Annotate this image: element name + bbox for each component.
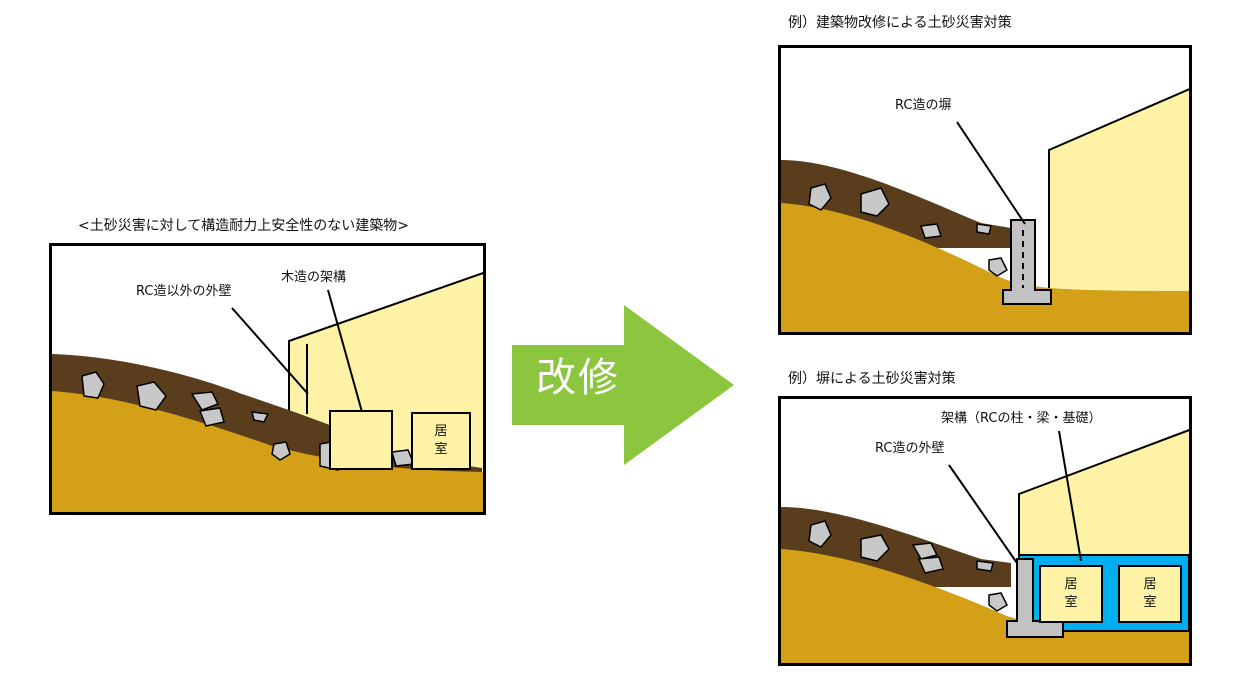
bottom-right-scene xyxy=(781,429,1189,663)
room-label: 居 xyxy=(1143,577,1157,592)
room-box: 居 室 xyxy=(1039,565,1103,623)
label-rc-wall: RC造の外壁 xyxy=(875,441,945,456)
rock xyxy=(251,411,270,423)
rock xyxy=(271,441,291,461)
room-box: 居 室 xyxy=(411,412,471,470)
left-panel: 居 室 RC造以外の外壁 木造の架構 xyxy=(49,243,486,515)
bottom-right-caption: 例）塀による土砂災害対策 xyxy=(788,371,956,387)
leader-line-frame xyxy=(327,289,363,413)
bottom-right-panel: 居 室 居 室 架構（RCの柱・梁・基礎） RC造の外壁 xyxy=(778,396,1192,666)
renovation-arrow: 改修 xyxy=(512,305,742,465)
rock xyxy=(917,556,944,574)
rock xyxy=(136,381,167,411)
room-label: 室 xyxy=(434,442,448,457)
top-right-scene xyxy=(781,88,1189,332)
rock xyxy=(808,520,832,548)
room-label: 室 xyxy=(1143,595,1157,610)
rock xyxy=(808,183,832,211)
rock xyxy=(860,187,890,217)
leader-line-wall xyxy=(231,307,309,395)
top-right-panel: RC造の塀 xyxy=(778,45,1192,335)
arrow-label: 改修 xyxy=(536,355,620,401)
rock xyxy=(190,391,220,411)
soil-ground xyxy=(52,391,483,512)
label-rc-fence: RC造の塀 xyxy=(895,98,952,113)
rock xyxy=(976,560,994,572)
rock xyxy=(860,534,890,562)
leader-line-fence xyxy=(956,121,1026,225)
rock xyxy=(988,592,1008,612)
leader-line-wall xyxy=(948,464,1018,564)
room-box: 居 室 xyxy=(1118,565,1182,623)
left-caption: <土砂災害に対して構造耐力上安全性のない建築物> xyxy=(78,218,410,234)
label-non-rc-wall: RC造以外の外壁 xyxy=(136,284,232,299)
leader-line-frame xyxy=(1058,430,1082,562)
building-body xyxy=(1048,88,1189,332)
rock xyxy=(988,257,1008,277)
building-body xyxy=(1018,429,1189,560)
soil-ground xyxy=(781,203,1189,332)
rc-wall xyxy=(1006,558,1064,638)
rock xyxy=(198,407,225,427)
rc-fence xyxy=(1002,219,1052,305)
label-wood-frame: 木造の架構 xyxy=(281,270,347,285)
rock xyxy=(976,223,992,235)
rock xyxy=(919,223,943,239)
soil-ground xyxy=(781,549,1189,663)
room-label: 居 xyxy=(434,424,448,439)
room-label: 室 xyxy=(1064,595,1078,610)
rock xyxy=(911,542,939,560)
left-scene xyxy=(52,271,483,512)
arrow-shape xyxy=(512,305,734,465)
label-rc-frame: 架構（RCの柱・梁・基礎） xyxy=(941,411,1102,426)
top-right-caption: 例）建築物改修による土砂災害対策 xyxy=(788,15,1012,31)
wood-frame-box xyxy=(329,410,393,470)
room-label: 居 xyxy=(1064,577,1078,592)
rock xyxy=(81,371,105,399)
